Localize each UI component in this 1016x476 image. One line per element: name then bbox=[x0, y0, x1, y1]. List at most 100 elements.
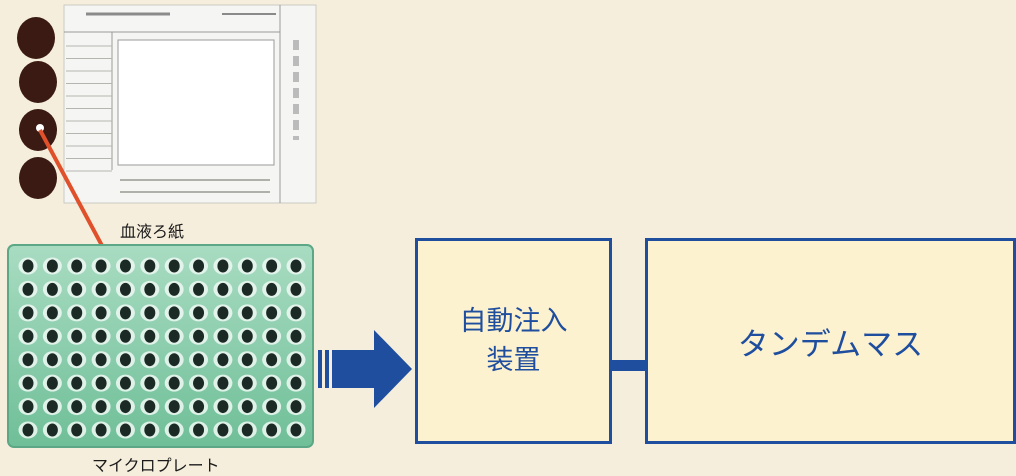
microplate-well bbox=[241, 353, 253, 367]
microplate-well bbox=[241, 329, 253, 343]
microplate-well bbox=[217, 423, 229, 437]
blood-spot-icon bbox=[19, 157, 57, 199]
microplate-well bbox=[71, 259, 83, 273]
microplate-well bbox=[168, 329, 180, 343]
microplate-well bbox=[266, 376, 278, 390]
microplate-well bbox=[46, 306, 58, 320]
microplate-well bbox=[217, 376, 229, 390]
microplate-well bbox=[22, 329, 34, 343]
microplate-well bbox=[266, 282, 278, 296]
filter-paper-form-icon bbox=[63, 4, 317, 204]
microplate-well bbox=[241, 282, 253, 296]
microplate-well bbox=[193, 376, 205, 390]
microplate-well bbox=[119, 400, 131, 414]
microplate-well bbox=[241, 259, 253, 273]
microplate-well bbox=[144, 400, 156, 414]
microplate-well bbox=[119, 306, 131, 320]
microplate-well bbox=[119, 353, 131, 367]
microplate-well bbox=[144, 353, 156, 367]
microplate-well bbox=[168, 282, 180, 296]
microplate-well bbox=[95, 423, 107, 437]
microplate-well bbox=[22, 306, 34, 320]
microplate-well bbox=[266, 329, 278, 343]
microplate-well bbox=[217, 329, 229, 343]
microplate-well bbox=[144, 376, 156, 390]
microplate-well bbox=[144, 329, 156, 343]
microplate-well bbox=[217, 259, 229, 273]
connector-line bbox=[612, 360, 645, 371]
microplate-well bbox=[241, 400, 253, 414]
blood-spot-icon bbox=[19, 61, 57, 103]
microplate-well bbox=[119, 259, 131, 273]
microplate-well bbox=[290, 259, 302, 273]
autosampler-box: 自動注入 装置 bbox=[415, 238, 612, 444]
microplate-well bbox=[168, 376, 180, 390]
filter-paper-label: 血液ろ紙 bbox=[120, 222, 185, 241]
microplate-well bbox=[266, 423, 278, 437]
microplate-well bbox=[290, 353, 302, 367]
autosampler-label-line2: 装置 bbox=[486, 345, 541, 376]
microplate-well bbox=[22, 423, 34, 437]
microplate-well bbox=[95, 400, 107, 414]
microplate-well bbox=[119, 423, 131, 437]
microplate-well bbox=[290, 423, 302, 437]
microplate-well bbox=[95, 259, 107, 273]
microplate-well bbox=[168, 259, 180, 273]
microplate-well bbox=[71, 329, 83, 343]
microplate-well bbox=[22, 259, 34, 273]
microplate-well bbox=[144, 306, 156, 320]
blood-spots bbox=[17, 17, 57, 199]
microplate-well bbox=[46, 259, 58, 273]
microplate-well bbox=[217, 306, 229, 320]
microplate-well bbox=[22, 400, 34, 414]
microplate-well bbox=[95, 376, 107, 390]
microplate-well bbox=[95, 329, 107, 343]
microplate-well bbox=[144, 259, 156, 273]
microplate-well bbox=[168, 353, 180, 367]
microplate-well bbox=[144, 282, 156, 296]
microplate-well bbox=[193, 282, 205, 296]
microplate-well bbox=[144, 423, 156, 437]
microplate-well bbox=[241, 423, 253, 437]
microplate-well bbox=[193, 259, 205, 273]
microplate-well bbox=[119, 376, 131, 390]
blue-flow-arrow-icon bbox=[318, 330, 412, 408]
microplate-well bbox=[22, 282, 34, 296]
microplate-well bbox=[46, 329, 58, 343]
microplate-well bbox=[217, 282, 229, 296]
microplate-well bbox=[266, 400, 278, 414]
microplate-well bbox=[46, 353, 58, 367]
microplate-well bbox=[46, 423, 58, 437]
microplate-well bbox=[71, 376, 83, 390]
microplate-well bbox=[217, 353, 229, 367]
microplate-well bbox=[71, 353, 83, 367]
microplate-well bbox=[217, 400, 229, 414]
microplate-well bbox=[119, 329, 131, 343]
microplate-icon bbox=[7, 244, 314, 448]
microplate-well bbox=[46, 282, 58, 296]
microplate-well bbox=[241, 376, 253, 390]
tandem-ms-box: タンデムマス bbox=[645, 238, 1016, 444]
microplate-well bbox=[168, 400, 180, 414]
microplate-well bbox=[46, 400, 58, 414]
microplate-well bbox=[22, 353, 34, 367]
microplate-well bbox=[290, 329, 302, 343]
microplate-well bbox=[71, 423, 83, 437]
tandem-ms-label: タンデムマス bbox=[737, 326, 924, 363]
microplate-well bbox=[193, 306, 205, 320]
microplate-well bbox=[193, 400, 205, 414]
microplate-well bbox=[193, 353, 205, 367]
microplate-well bbox=[71, 306, 83, 320]
microplate-well bbox=[266, 306, 278, 320]
microplate-well bbox=[71, 400, 83, 414]
microplate-well bbox=[266, 353, 278, 367]
microplate-well bbox=[22, 376, 34, 390]
microplate-well bbox=[46, 376, 58, 390]
microplate-well bbox=[168, 306, 180, 320]
microplate-well bbox=[95, 353, 107, 367]
microplate-well bbox=[290, 306, 302, 320]
autosampler-label-line1: 自動注入 bbox=[459, 305, 568, 337]
microplate-well bbox=[290, 400, 302, 414]
microplate-well bbox=[290, 282, 302, 296]
